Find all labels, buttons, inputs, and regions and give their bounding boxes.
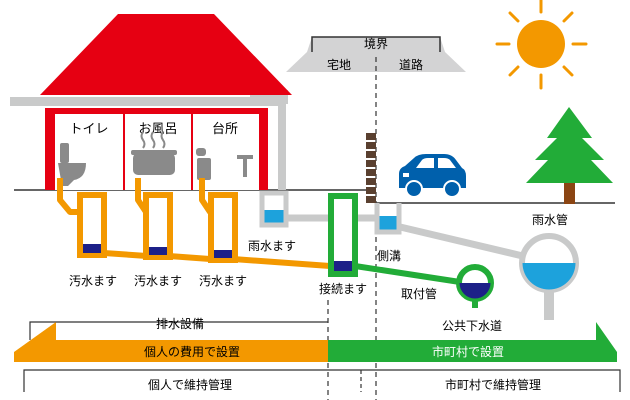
- maintenance-bracket: [23, 369, 621, 392]
- private-maintenance-label: 個人で維持管理: [148, 377, 232, 392]
- public-pipes: [354, 263, 461, 285]
- house-roof: [40, 14, 292, 95]
- house: [10, 14, 292, 190]
- attachment-pipe-label: 取付管: [401, 286, 437, 301]
- boundary-box: 境界 宅地 道路: [286, 36, 466, 72]
- drainage-title: 排水設備: [156, 316, 204, 331]
- storm-pipe-label: 雨水管: [532, 212, 568, 227]
- sewage-basin-label-1: 汚水ます: [69, 274, 117, 288]
- bathtub-icon: [131, 131, 177, 175]
- municipal-install-label: 市町村で設置: [432, 344, 504, 359]
- sewage-basin-1: [77, 192, 107, 258]
- sewage-basin-label-2: 汚水ます: [134, 274, 182, 288]
- car-icon: [399, 154, 466, 198]
- tree-icon: [526, 107, 613, 204]
- sewage-basin-3: [208, 192, 238, 263]
- road-label: 道路: [399, 57, 423, 72]
- public-sewer-label: 公共下水道: [442, 319, 502, 333]
- block-wall: [366, 133, 376, 203]
- drainage-bracket: 排水設備: [29, 316, 328, 340]
- storm-pipe: [519, 233, 579, 320]
- public-sewer-pipe: [456, 264, 494, 308]
- room-bath-label: お風呂: [138, 122, 177, 137]
- sewage-basin-label-3: 汚水ます: [199, 274, 247, 288]
- municipal-maintenance-label: 市町村で維持管理: [445, 377, 541, 392]
- room-kitchen-label: 台所: [212, 122, 238, 137]
- toilet-icon: [58, 143, 86, 186]
- connection-basin: [328, 193, 358, 277]
- connection-basin-label: 接続ます: [319, 281, 367, 296]
- rain-basin-label: 雨水ます: [248, 239, 296, 253]
- residential-label: 宅地: [327, 57, 351, 72]
- boundary-title: 境界: [364, 36, 388, 51]
- private-cost-arrow: [14, 322, 328, 362]
- private-sewage-pipes: [57, 178, 331, 269]
- private-cost-label: 個人の費用で設置: [144, 344, 240, 359]
- sun-icon: [495, 0, 588, 90]
- kitchen-faucet-icon: [196, 148, 253, 180]
- municipal-install-arrow: [328, 322, 617, 362]
- room-toilet-label: トイレ: [69, 122, 108, 137]
- rain-basin: [259, 190, 289, 228]
- side-ditch-label: 側溝: [377, 249, 401, 263]
- sewage-basin-2: [143, 192, 173, 260]
- side-ditch: [374, 203, 402, 235]
